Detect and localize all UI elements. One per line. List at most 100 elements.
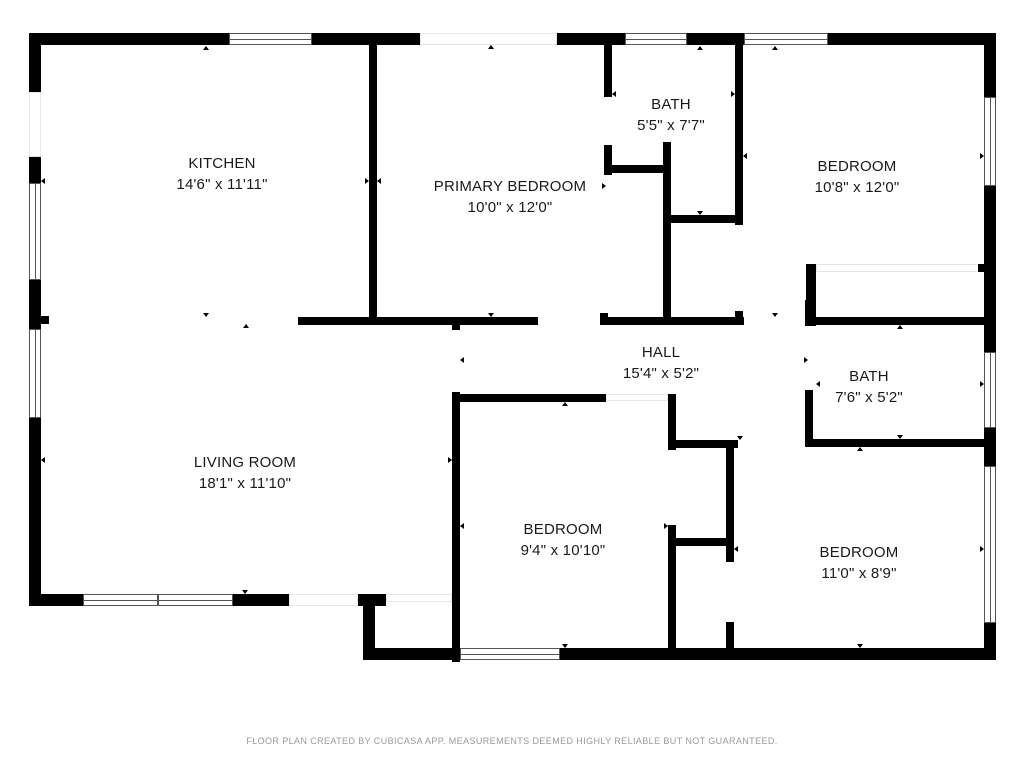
window-living-left [29,329,41,418]
marker [242,590,248,594]
room-name: BATH [651,96,691,113]
interior-wall [604,45,612,97]
marker [697,211,703,215]
interior-wall [726,622,734,652]
exterior-wall-left [29,157,41,183]
marker [897,325,903,329]
exterior-wall-left [29,33,41,92]
marker [743,153,747,159]
room-label-primary-bedroom: PRIMARY BEDROOM 10'0" x 12'0" [434,176,586,218]
exterior-wall-top [828,33,996,45]
room-name: BEDROOM [817,158,897,175]
opening-primary-top [420,33,557,45]
marker [488,313,494,317]
room-name: LIVING ROOM [193,454,297,471]
marker [772,46,778,50]
marker [203,46,209,50]
marker [897,435,903,439]
marker [460,357,464,363]
room-label-living-room: LIVING ROOM 18'1" x 11'10" [194,452,296,494]
room-size: 10'8" x 12'0" [814,179,900,196]
marker [734,546,738,552]
window-bath-right [984,352,996,428]
marker [737,436,743,440]
window-bedroom-ne-right [984,97,996,186]
exterior-wall-right [984,33,996,97]
marker [816,381,820,387]
marker [804,357,808,363]
room-label-bath-1: BATH 5'5" x 7'7" [637,94,705,136]
window-bedroom-s-bottom [460,648,560,660]
marker [612,91,616,97]
marker [772,313,778,317]
marker [460,523,464,529]
marker [980,153,984,159]
interior-wall [806,264,816,326]
window-living-bottom [158,594,233,606]
marker [697,46,703,50]
exterior-wall-left [29,418,41,606]
interior-wall [452,392,460,662]
interior-wall [805,439,986,447]
interior-wall [604,145,612,175]
room-size: 7'6" x 5'2" [835,389,903,406]
interior-wall [452,394,606,402]
interior-wall [602,317,744,325]
wall-stub [735,311,743,325]
room-size: 15'4" x 5'2" [622,365,700,382]
room-size: 10'0" x 12'0" [467,199,553,216]
room-name: BEDROOM [523,521,603,538]
interior-wall [298,317,538,325]
marker [377,178,381,184]
interior-wall [604,165,664,173]
room-name: BATH [849,368,889,385]
marker [664,523,668,529]
room-size: 9'4" x 10'10" [520,542,606,559]
interior-wall [735,45,743,225]
room-label-hall: HALL 15'4" x 5'2" [623,342,699,384]
window-kitchen-left [29,183,41,280]
window-bedroom-se-right [984,466,996,623]
exterior-wall-top [687,33,744,45]
opening-closet [386,594,452,602]
interior-wall [369,45,377,325]
room-name: KITCHEN [188,155,256,172]
marker [857,644,863,648]
marker [562,402,568,406]
interior-wall [668,538,728,546]
marker [980,381,984,387]
room-label-bedroom-s: BEDROOM 9'4" x 10'10" [521,519,606,561]
marker [488,45,494,49]
interior-wall [668,440,738,448]
marker [857,447,863,451]
marker [203,313,209,317]
room-name: HALL [641,344,681,361]
room-size: 18'1" x 11'10" [198,475,292,492]
room-label-bedroom-se: BEDROOM 11'0" x 8'9" [820,542,899,584]
room-label-kitchen: KITCHEN 14'6" x 11'11" [176,153,267,195]
opening-bedroom-s-door [606,394,668,401]
window-kitchen-top [229,33,312,45]
opening-kitchen-left [29,92,41,157]
room-size: 11'0" x 8'9" [821,565,897,582]
interior-wall [806,317,986,325]
wall-stub [452,322,460,330]
marker [562,644,568,648]
room-name: PRIMARY BEDROOM [433,178,587,195]
exterior-wall-top [557,33,625,45]
interior-wall [726,445,734,562]
window-living-bottom [83,594,158,606]
wall-stub [600,313,608,325]
opening-living-bottom [289,594,358,606]
marker [41,457,45,463]
marker [243,324,249,328]
exterior-wall-top [312,33,420,45]
interior-wall [805,300,813,326]
room-label-bedroom-ne: BEDROOM 10'8" x 12'0" [815,156,900,198]
interior-wall [663,142,671,325]
wall-stub [978,264,986,272]
interior-wall [663,215,741,223]
interior-wall [668,394,676,450]
window-bath-top [625,33,687,45]
marker [448,457,452,463]
